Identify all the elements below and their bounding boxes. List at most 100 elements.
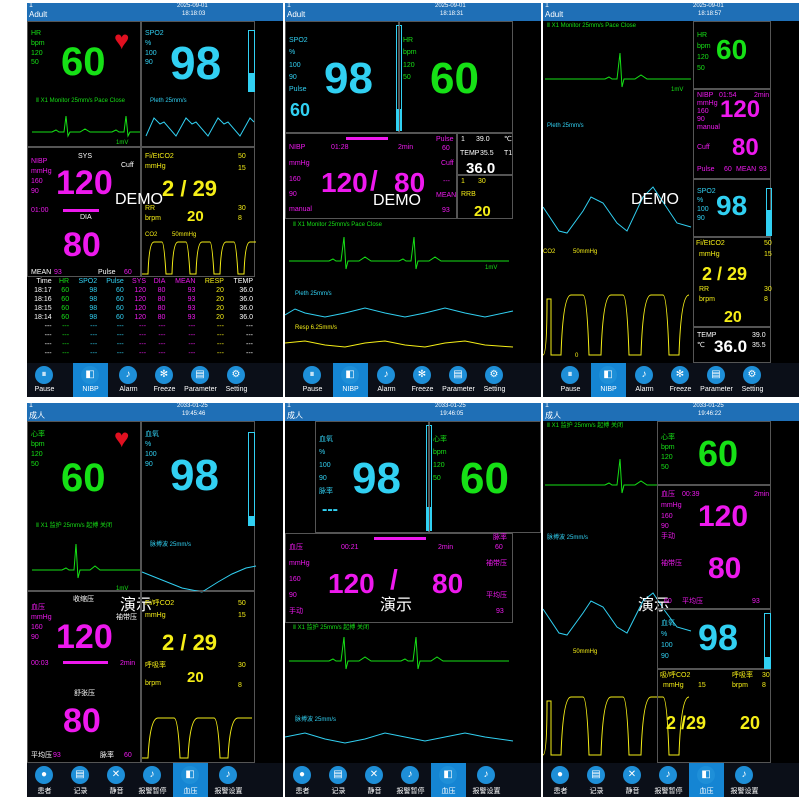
nibp-progress-bar [63, 661, 108, 664]
person-icon: ● [293, 766, 311, 784]
alarm-settings-button[interactable]: ♪报警设置 [211, 763, 246, 797]
spo2-parameter-box[interactable]: 血氧 % 100 90 98 脉搏波 25mm/s [141, 421, 257, 593]
hr-value: 60 [716, 34, 748, 65]
hr-parameter-box[interactable]: 心率 bpm 120 50 60 [429, 421, 541, 533]
hr-parameter-box[interactable]: HR bpm 120 50 60 [693, 21, 771, 89]
nibp-parameter-box[interactable]: 血压 00:39 2min mmHg 160 90 手动 120 袖带压 80 … [657, 485, 771, 609]
trend-header-cell: SPO2 [78, 278, 98, 285]
co2-parameter-box[interactable]: Fi/呼CO2 mmHg 50 15 2 / 29 呼吸率 30 brpm 8 … [141, 591, 255, 763]
patient-button[interactable]: ●患者 [285, 763, 320, 797]
co2-baseline-zero: 0 [575, 353, 579, 359]
nibp-button[interactable]: ◧血压 [431, 763, 466, 797]
co2-wave-label: CO2 [145, 232, 158, 238]
pleth-wave-label: 脉搏波 25mm/s [295, 717, 337, 723]
freeze-button[interactable]: ✻Freeze [405, 363, 440, 397]
alarm-settings-button[interactable]: ♪报警设置 [727, 763, 762, 797]
freeze-button[interactable]: ✻Freeze [663, 363, 698, 397]
co2-value: 2 / 29 [162, 630, 218, 655]
spo2-parameter-box[interactable]: SPO2 % 100 90 Pulse 98 60 [285, 21, 402, 133]
nibp-button[interactable]: ◧NIBP [333, 363, 368, 397]
trend-cell: 20 [216, 314, 224, 321]
nibp-button[interactable]: ◧NIBP [591, 363, 626, 397]
nibp-parameter-box[interactable]: NIBP mmHg 160 90 SYS Cuff 120 01:00 DIA … [27, 147, 141, 277]
hr-parameter-box[interactable]: HR bpm 120 50 60 ♥ Ⅱ X1 Monitor 25mm/s P… [27, 21, 141, 147]
rr-unit: brpm [145, 215, 161, 222]
nibp-button[interactable]: ◧血压 [689, 763, 724, 797]
alarm-button[interactable]: ♪Alarm [111, 363, 146, 397]
rr-parameter-box[interactable]: 1 30 RRB 20 [457, 175, 513, 219]
patient-mode[interactable]: Adult [29, 10, 48, 19]
trend-cell: --- [116, 350, 124, 357]
alarm-button[interactable]: ♪Alarm [369, 363, 404, 397]
parameter-button[interactable]: ▤Parameter [183, 363, 218, 397]
hr-value: 60 [61, 40, 106, 84]
mute-button[interactable]: ✕静音 [615, 763, 650, 797]
spo2-parameter-box[interactable]: SPO2 % 100 90 98 [693, 179, 772, 237]
parameter-button[interactable]: ▤Parameter [699, 363, 734, 397]
mute-button[interactable]: ✕静音 [357, 763, 392, 797]
temp-parameter-box[interactable]: TEMP 39.0 ℃ 35.5 36.0 [693, 327, 771, 363]
hr-parameter-box[interactable]: HR bpm 120 50 60 [399, 21, 513, 133]
alarm-button[interactable]: ♪Alarm [627, 363, 662, 397]
nibp-parameter-box[interactable]: 血压 00:21 2min mmHg 160 90 手动 120 / 80 脉率… [285, 533, 513, 623]
co2-parameter-box[interactable]: Fi/EtCO2 mmHg 50 15 2 / 29 RR brpm 30 8 … [141, 147, 256, 277]
record-button[interactable]: ▤记录 [321, 763, 356, 797]
hr-parameter-box[interactable]: 心率 bpm 120 50 60 [657, 421, 771, 485]
nibp-parameter-box[interactable]: NIBP 01:54 2min mmHg 160 90 manual 120 C… [693, 89, 771, 179]
setting-button[interactable]: ⚙Setting [219, 363, 254, 397]
pause-button[interactable]: ⏸Pause [27, 363, 62, 397]
nibp-parameter-box[interactable]: NIBP 01:28 2min mmHg 160 90 manual 120 /… [285, 133, 457, 219]
trend-cell: --- [158, 341, 166, 348]
alarm-pause-button[interactable]: ♪报警暂停 [393, 763, 428, 797]
resp-waveform [285, 340, 514, 348]
rr-low-limit: 8 [238, 215, 242, 222]
spo2-parameter-box[interactable]: SPO2 % 100 90 98 Pleth 25mm/s [141, 21, 255, 147]
alarm-pause-button[interactable]: ♪报警暂停 [651, 763, 686, 797]
patient-mode[interactable]: Adult [545, 10, 564, 19]
nibp-button[interactable]: ◧NIBP [73, 363, 108, 397]
co2-value: 2 /29 [666, 713, 707, 733]
temp-parameter-box[interactable]: 1 39.0 ℃ TEMP 35.5 T1 36.0 [457, 133, 513, 176]
temp-box-number: 1 [461, 136, 465, 143]
trend-cell: --- [216, 350, 224, 357]
mute-button[interactable]: ✕静音 [99, 763, 134, 797]
patient-mode[interactable]: 成人 [545, 411, 561, 420]
co2-waveform [543, 696, 690, 756]
spo2-value: 98 [170, 37, 222, 89]
nibp-low-limit: 90 [31, 188, 39, 195]
hr-label: HR [31, 30, 42, 37]
nibp-button[interactable]: ◧血压 [173, 763, 208, 797]
ecg-wave-label: Ⅱ X1 Monitor 25mm/s Pace Close [293, 222, 382, 228]
pause-button[interactable]: ⏸Pause [553, 363, 588, 397]
spo2-parameter-box[interactable]: 血氧 % 100 90 98 [657, 609, 771, 669]
freeze-button[interactable]: ✻Freeze [147, 363, 182, 397]
parameter-button[interactable]: ▤Parameter [441, 363, 476, 397]
nibp-parameter-box[interactable]: 血压 mmHg 160 90 收缩压 袖带压 120 00:03 2min 舒张… [27, 591, 141, 763]
trend-cell: --- [246, 323, 253, 330]
patient-button[interactable]: ●患者 [543, 763, 578, 797]
patient-button[interactable]: ●患者 [27, 763, 62, 797]
nibp-unit: mmHg [31, 168, 52, 175]
patient-mode[interactable]: 成人 [287, 411, 303, 420]
setting-button[interactable]: ⚙Setting [477, 363, 512, 397]
perfusion-bar [248, 30, 255, 92]
trend-cell: 80 [157, 296, 166, 303]
spo2-parameter-box[interactable]: 血氧 % 100 90 脉率 --- 98 [315, 421, 432, 533]
alarm-settings-button[interactable]: ♪报警设置 [469, 763, 504, 797]
alarm-pause-button[interactable]: ♪报警暂停 [135, 763, 170, 797]
hr-parameter-box[interactable]: 心率 bpm 120 50 60 ♥ Ⅱ X1 监护 25mm/s 起搏 关闭 … [27, 421, 141, 592]
pause-button[interactable]: ⏸Pause [295, 363, 330, 397]
record-button[interactable]: ▤记录 [63, 763, 98, 797]
co2-parameter-box[interactable]: 吸/呼CO2 mmHg 15 呼吸率 30 brpm 8 2 /29 20 [657, 669, 771, 763]
co2-value: 2 / 29 [702, 264, 748, 284]
patient-mode[interactable]: Adult [287, 10, 306, 19]
hr-low-limit: 50 [31, 59, 39, 66]
date-label: 2033-01-25 [435, 403, 466, 409]
setting-button[interactable]: ⚙Setting [735, 363, 770, 397]
record-button[interactable]: ▤记录 [579, 763, 614, 797]
co2-parameter-box[interactable]: Fi/EtCO2 50 mmHg 15 2 / 29 RR 30 brpm 8 … [693, 237, 772, 327]
sys-value: 120 [56, 618, 113, 656]
patient-mode[interactable]: 成人 [29, 411, 45, 420]
pleth-wave-label: 脉搏波 25mm/s [547, 535, 589, 541]
